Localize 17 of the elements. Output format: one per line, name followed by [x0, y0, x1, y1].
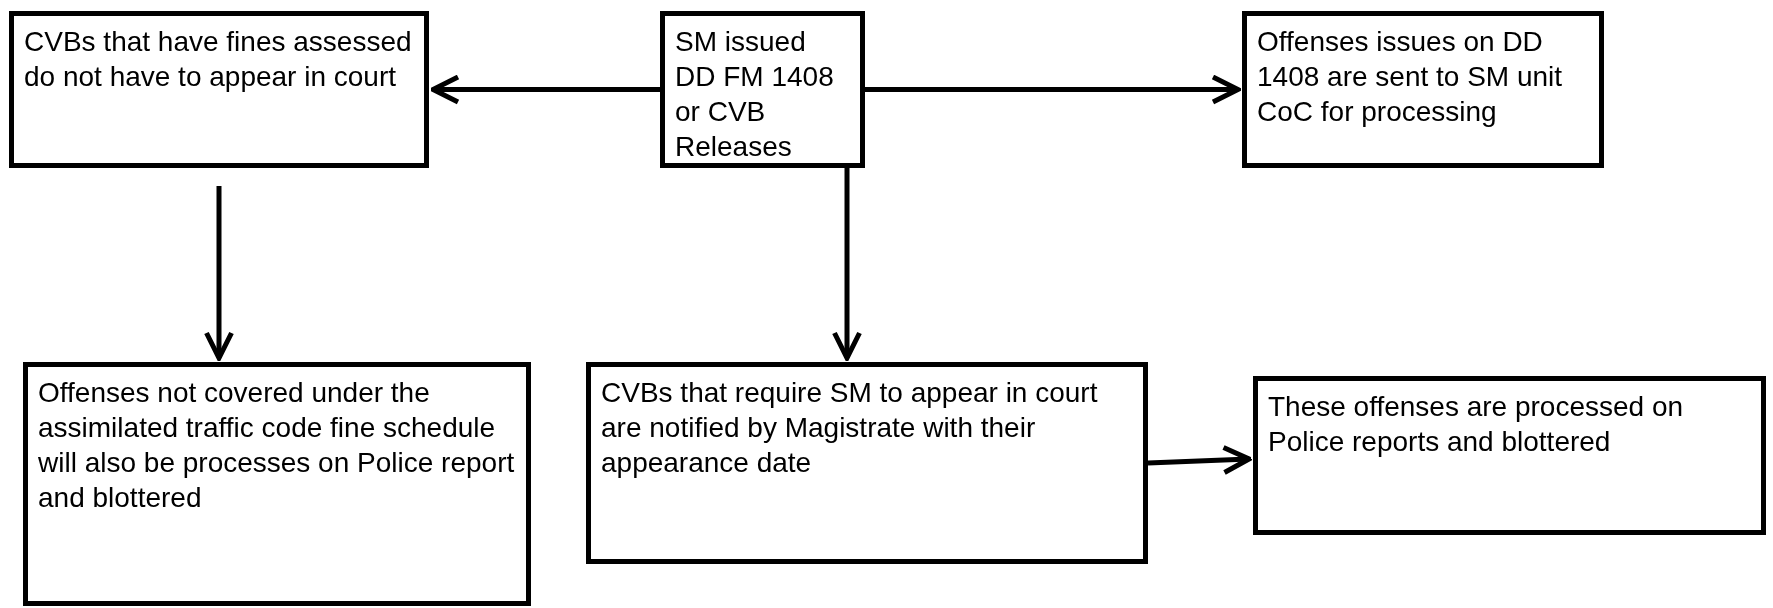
process-box: [1242, 11, 1604, 168]
arrow: [865, 74, 1241, 105]
box-text: Offenses issues on DD 1408 are sent to SM unit CoC for processing: [1257, 25, 1564, 129]
arrow: [430, 74, 660, 105]
process-box: [660, 11, 865, 168]
box-text: CVBs that have fines assessed do not have to appear in court: [24, 25, 413, 94]
arrow: [832, 168, 862, 361]
box-text: Offenses not covered under the assimilated traffic code fine schedule will also be processes on Police report and blottered: [38, 376, 516, 515]
arrow: [204, 186, 234, 361]
process-box: [9, 11, 429, 168]
process-box: [586, 362, 1148, 564]
process-box: [23, 362, 531, 606]
box-text: CVBs that require SM to appear in court are notified by Magistrate with their appearance date: [601, 376, 1099, 480]
arrow: [1147, 445, 1252, 475]
box-text: These offenses are processed on Police reports and blottered: [1268, 390, 1685, 459]
process-box: [1253, 376, 1766, 535]
box-text: SM issued DD FM 1408 or CVB Releases: [675, 25, 835, 164]
